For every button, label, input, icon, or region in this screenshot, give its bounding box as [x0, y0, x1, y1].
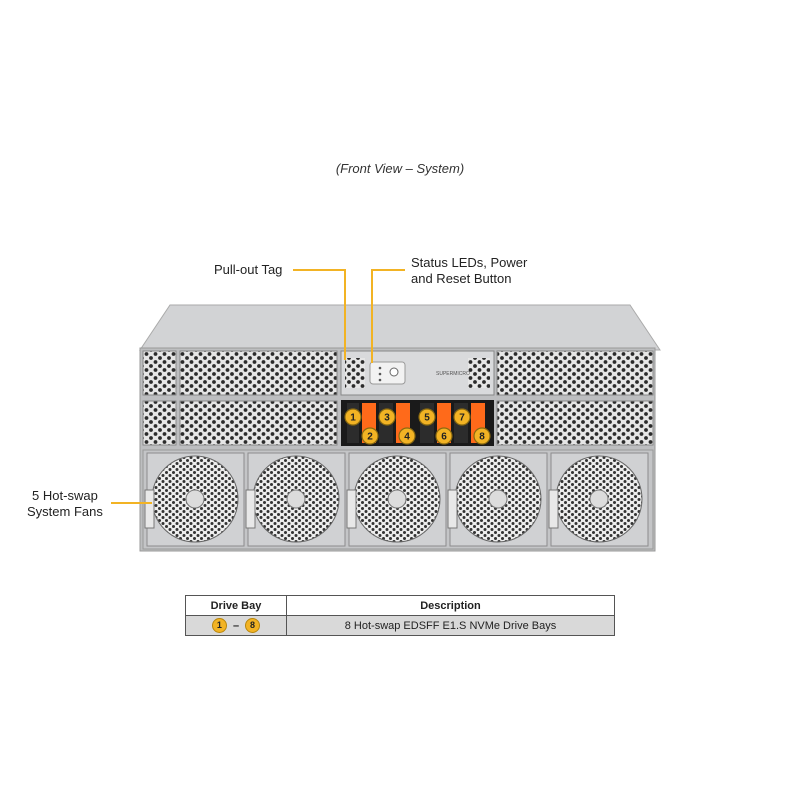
drive-bay-number: 5	[424, 413, 430, 424]
brand-label: SUPERMICRO	[436, 371, 470, 377]
drive-bay-number: 7	[459, 413, 465, 424]
fan-handle	[346, 489, 357, 529]
hot-swap-fan	[346, 452, 447, 547]
hot-swap-fan	[144, 452, 245, 547]
vent-panel	[496, 400, 654, 446]
pullout-tag-label: Pull-out Tag	[214, 262, 283, 277]
drive-bay-number-badge: 2	[361, 427, 379, 445]
vent-panel	[142, 400, 177, 446]
fans-label-line2: System Fans	[27, 504, 103, 519]
drive-bay-number: 8	[479, 432, 485, 443]
drive-bay-number: 2	[367, 432, 373, 443]
power-button	[389, 367, 399, 377]
vent-panel	[179, 350, 338, 396]
column-header-drive-bay: Drive Bay	[185, 595, 287, 616]
status-led	[378, 366, 382, 370]
drive-bay-number: 3	[384, 413, 390, 424]
vent-panel	[468, 358, 490, 388]
status-label-line2: and Reset Button	[411, 271, 512, 286]
fan-handle	[144, 489, 155, 529]
status-leds-label: Status LEDs, Power and Reset Button	[411, 255, 527, 287]
vent-panel	[496, 350, 654, 396]
status-led	[378, 378, 382, 382]
fan-hub	[488, 489, 508, 509]
fan-hub	[286, 489, 306, 509]
drive-bay-badges: 123 4 56 7 8	[344, 408, 491, 445]
status-label-line1: Status LEDs, Power	[411, 255, 528, 270]
front-panel-controls	[369, 361, 406, 385]
fan-handle	[548, 489, 559, 529]
table-header-row: Drive Bay Description	[185, 595, 615, 616]
hot-swap-fan	[447, 452, 548, 547]
drive-bay-table: Drive Bay Description 1–8 8 Hot-swap EDS…	[185, 595, 615, 636]
drive-bay-number: 6	[441, 432, 447, 443]
fan-hub	[387, 489, 407, 509]
drive-bay-number-badge: 8	[473, 427, 491, 445]
bay-badge-to: 8	[245, 618, 261, 633]
pullout-leader-line	[293, 269, 346, 360]
hot-swap-fan	[548, 452, 649, 547]
drive-bay-number-badge: 6	[435, 427, 453, 445]
vent-panel	[142, 350, 177, 396]
fan-hub	[185, 489, 205, 509]
status-leader-line	[371, 269, 405, 363]
figure-caption: (Front View – System)	[335, 161, 465, 176]
fans-label-line1: 5 Hot-swap	[32, 488, 98, 503]
system-fans-label: 5 Hot-swap System Fans	[27, 488, 103, 520]
description-cell: 8 Hot-swap EDSFF E1.S NVMe Drive Bays	[286, 615, 615, 636]
column-header-description: Description	[286, 595, 615, 616]
drive-bay-number-badge: 3	[378, 408, 396, 426]
vent-panel	[179, 400, 338, 446]
fan-handle	[447, 489, 458, 529]
drive-bay-number-badge: 4	[398, 427, 416, 445]
fan-handle	[245, 489, 256, 529]
drive-bay-number: 1	[350, 413, 356, 424]
drive-bay-range-cell: 1–8	[185, 615, 287, 636]
hot-swap-fan	[245, 452, 346, 547]
drive-bay-number-badge: 5	[418, 408, 436, 426]
fans	[144, 452, 649, 547]
drive-bay-number-badge: 1	[344, 408, 362, 426]
fan-hub	[589, 489, 609, 509]
top-cover	[139, 304, 661, 351]
table-row: 1–8 8 Hot-swap EDSFF E1.S NVMe Drive Bay…	[185, 615, 615, 636]
vent-panel	[345, 358, 365, 388]
status-led	[378, 372, 382, 376]
range-dash: –	[232, 619, 240, 632]
drive-bay-number: 4	[404, 432, 410, 443]
bay-badge-from: 1	[211, 618, 227, 633]
drive-bay-number-badge: 7	[453, 408, 471, 426]
